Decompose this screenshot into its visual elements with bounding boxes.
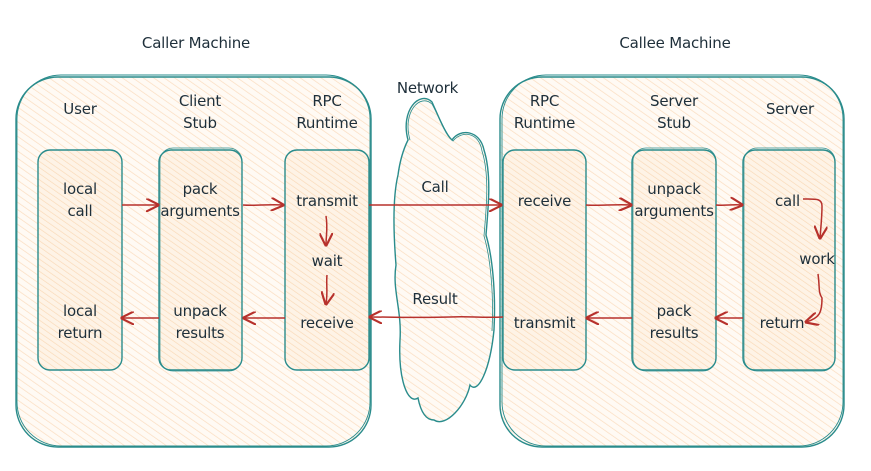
item-unpack-results: unpack results bbox=[173, 302, 227, 342]
network-result-label: Result bbox=[412, 290, 458, 308]
item-pack-results: pack results bbox=[649, 302, 699, 342]
arrow-call-to-work bbox=[802, 198, 822, 238]
arrow-receive-to-unpack bbox=[585, 205, 631, 206]
item-wait: wait bbox=[311, 252, 343, 270]
callee-machine-title: Callee Machine bbox=[619, 34, 731, 52]
item-receive: receive bbox=[300, 314, 354, 332]
network-call-label: Call bbox=[421, 178, 449, 196]
arrow-result-network bbox=[370, 317, 504, 318]
header-user: User bbox=[63, 100, 97, 118]
box-callee-rpc-runtime bbox=[502, 149, 587, 371]
network-cloud bbox=[393, 97, 496, 423]
box-server-stub bbox=[631, 147, 717, 372]
item-callee-receive: receive bbox=[517, 192, 572, 210]
arrow-wait-to-receive bbox=[326, 274, 327, 304]
box-caller-rpc-runtime bbox=[284, 149, 370, 371]
item-callee-transmit: transmit bbox=[513, 314, 576, 332]
item-pack-arguments: pack arguments bbox=[160, 180, 240, 220]
arrow-pack-to-transmit bbox=[242, 205, 283, 206]
item-unpack-arguments: unpack arguments bbox=[634, 180, 714, 220]
box-client-stub bbox=[158, 147, 243, 372]
item-transmit: transmit bbox=[296, 192, 358, 210]
caller-machine-title: Caller Machine bbox=[141, 34, 251, 52]
item-local-return: local return bbox=[57, 302, 103, 342]
item-call: call bbox=[775, 192, 800, 210]
header-server: Server bbox=[766, 100, 814, 118]
arrow-unpack-to-call bbox=[715, 205, 742, 206]
arrow-work-to-return bbox=[806, 273, 823, 322]
header-client-stub: Client Stub bbox=[178, 92, 222, 132]
network-title: Network bbox=[396, 79, 459, 97]
item-work: work bbox=[799, 250, 835, 268]
header-caller-rpc-runtime: RPC Runtime bbox=[296, 92, 358, 132]
arrow-transmit-to-wait bbox=[326, 215, 327, 245]
header-callee-rpc-runtime: RPC Runtime bbox=[513, 92, 576, 132]
header-server-stub: Server Stub bbox=[650, 92, 698, 132]
box-user bbox=[37, 149, 123, 371]
item-local-call: local call bbox=[63, 180, 97, 220]
item-return: return bbox=[759, 314, 805, 332]
